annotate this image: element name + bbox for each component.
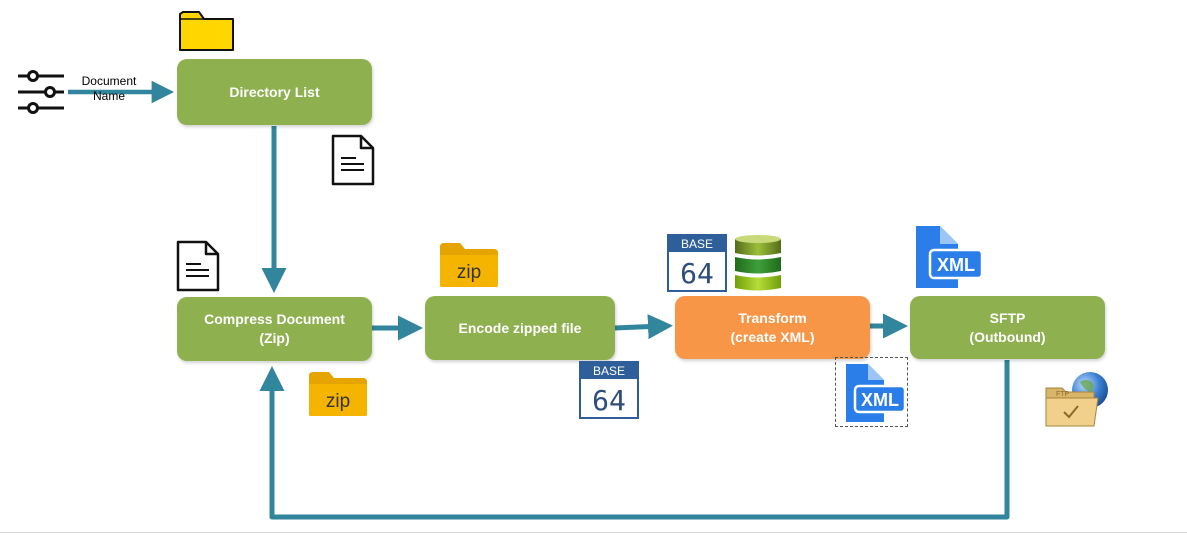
- xml-file-icon: XML: [916, 226, 984, 288]
- zip-folder-text: zip: [326, 391, 350, 412]
- zip-folder-icon: zip: [309, 372, 367, 416]
- directory-list-label: Directory List: [229, 83, 320, 100]
- encode-zipped-file-node: Encode zipped file: [425, 296, 615, 360]
- compress-label-line2: (Zip): [259, 330, 290, 346]
- document-icon: [331, 134, 375, 186]
- transform-label-line1: Transform: [738, 309, 807, 326]
- transform-label-line2: (create XML): [730, 328, 815, 345]
- base64-top-text: BASE: [681, 237, 713, 251]
- xml-file-selection-frame: [835, 357, 908, 427]
- xml-file-text: XML: [937, 255, 975, 275]
- sftp-outbound-node: SFTP (Outbound): [910, 296, 1105, 359]
- page-bottom-divider: [0, 532, 1187, 533]
- sftp-label-line1: SFTP: [989, 309, 1026, 326]
- input-label-line1: Document: [81, 74, 137, 88]
- base64-num-text: 64: [592, 384, 626, 417]
- sftp-label-line2: (Outbound): [969, 328, 1046, 345]
- xml-file-text: XML: [861, 390, 899, 410]
- directory-list-node: Directory List: [177, 59, 372, 125]
- input-label: Document Name: [70, 74, 148, 104]
- compress-document-node: Compress Document (Zip): [177, 297, 372, 361]
- sliders-icon: [18, 70, 64, 114]
- return-loop-sftp-to-compress: [259, 360, 1010, 520]
- arrow-encode-to-transform: [613, 314, 673, 340]
- database-icon: [735, 235, 781, 291]
- encode-label: Encode zipped file: [458, 319, 582, 336]
- base64-icon: BASE 64: [667, 234, 727, 292]
- input-label-line2: Name: [92, 89, 125, 103]
- xml-file-icon: XML: [846, 364, 906, 422]
- base64-icon: BASE 64: [579, 361, 639, 419]
- transform-node: Transform (create XML): [675, 296, 870, 359]
- folder-icon: [179, 11, 234, 51]
- base64-top-text: BASE: [593, 364, 625, 378]
- zip-folder-icon: zip: [440, 243, 498, 287]
- compress-label-line1: Compress Document: [204, 311, 345, 327]
- ftp-folder-text: FTP: [1056, 391, 1070, 398]
- zip-folder-text: zip: [457, 262, 481, 283]
- document-icon: [176, 240, 220, 292]
- base64-num-text: 64: [680, 257, 714, 290]
- ftp-folder-globe-icon: FTP: [1045, 372, 1108, 427]
